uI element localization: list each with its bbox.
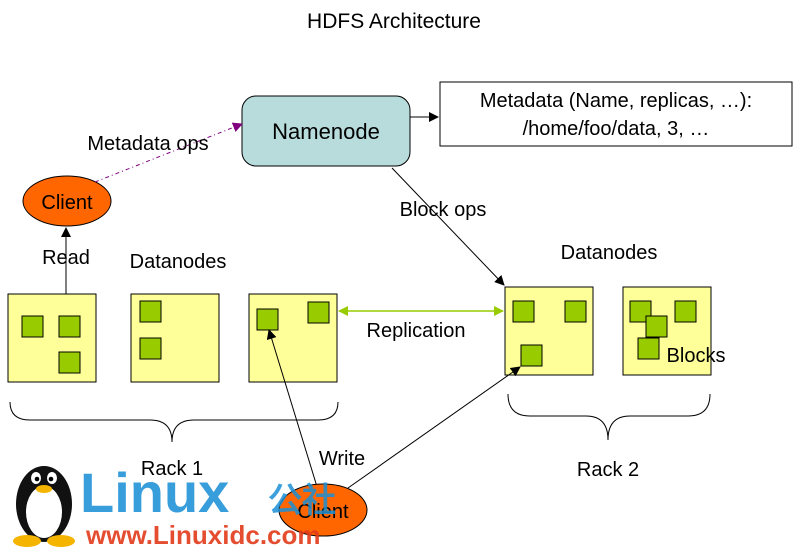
metadata-ops-arrow — [94, 122, 243, 183]
metadata-line2: /home/foo/data, 3, … — [523, 118, 710, 140]
client-top-label: Client — [41, 192, 93, 214]
block — [139, 337, 162, 360]
client-bottom — [278, 483, 368, 537]
client-bottom-label: Client — [297, 501, 349, 523]
metadata-box — [439, 81, 793, 147]
rack2-brace — [507, 393, 711, 441]
metadata-ops-label: Metadata ops — [87, 133, 208, 155]
datanode-rack1-a — [7, 293, 97, 383]
pipeline-arrow — [347, 366, 521, 489]
read-label: Read — [42, 247, 90, 269]
diagram-title: HDFS Architecture — [307, 10, 481, 33]
block — [139, 300, 162, 323]
block — [58, 351, 81, 374]
rack1-label: Rack 1 — [141, 458, 203, 480]
block-ops-label: Block ops — [400, 199, 487, 221]
block — [512, 300, 535, 323]
datanode-rack2-a — [504, 286, 594, 376]
block — [256, 308, 279, 331]
rack1-brace — [9, 401, 339, 443]
write-arrow — [266, 329, 319, 491]
datanodes-right-label: Datanodes — [561, 242, 658, 264]
watermark-brand: Linux — [80, 461, 229, 524]
block — [637, 337, 660, 360]
namenode-label: Namenode — [272, 119, 380, 144]
block — [564, 300, 587, 323]
block — [58, 315, 81, 338]
block — [520, 344, 543, 367]
metadata-line1: Metadata (Name, replicas, …): — [480, 90, 752, 112]
block — [307, 301, 330, 324]
penguin-logo-icon — [13, 466, 75, 547]
client-top — [22, 175, 112, 227]
block — [645, 315, 668, 338]
watermark-url: www.Linuxidc.com — [85, 520, 321, 550]
blocks-label: Blocks — [667, 345, 726, 367]
datanodes-left-label: Datanodes — [130, 251, 227, 273]
write-label: Write — [319, 448, 365, 470]
block-ops-arrow — [391, 167, 505, 286]
rack2-label: Rack 2 — [577, 459, 639, 481]
block — [21, 315, 44, 338]
replication-label: Replication — [367, 320, 466, 342]
block — [674, 300, 697, 323]
watermark-brand-cn: 公社 — [268, 481, 336, 521]
